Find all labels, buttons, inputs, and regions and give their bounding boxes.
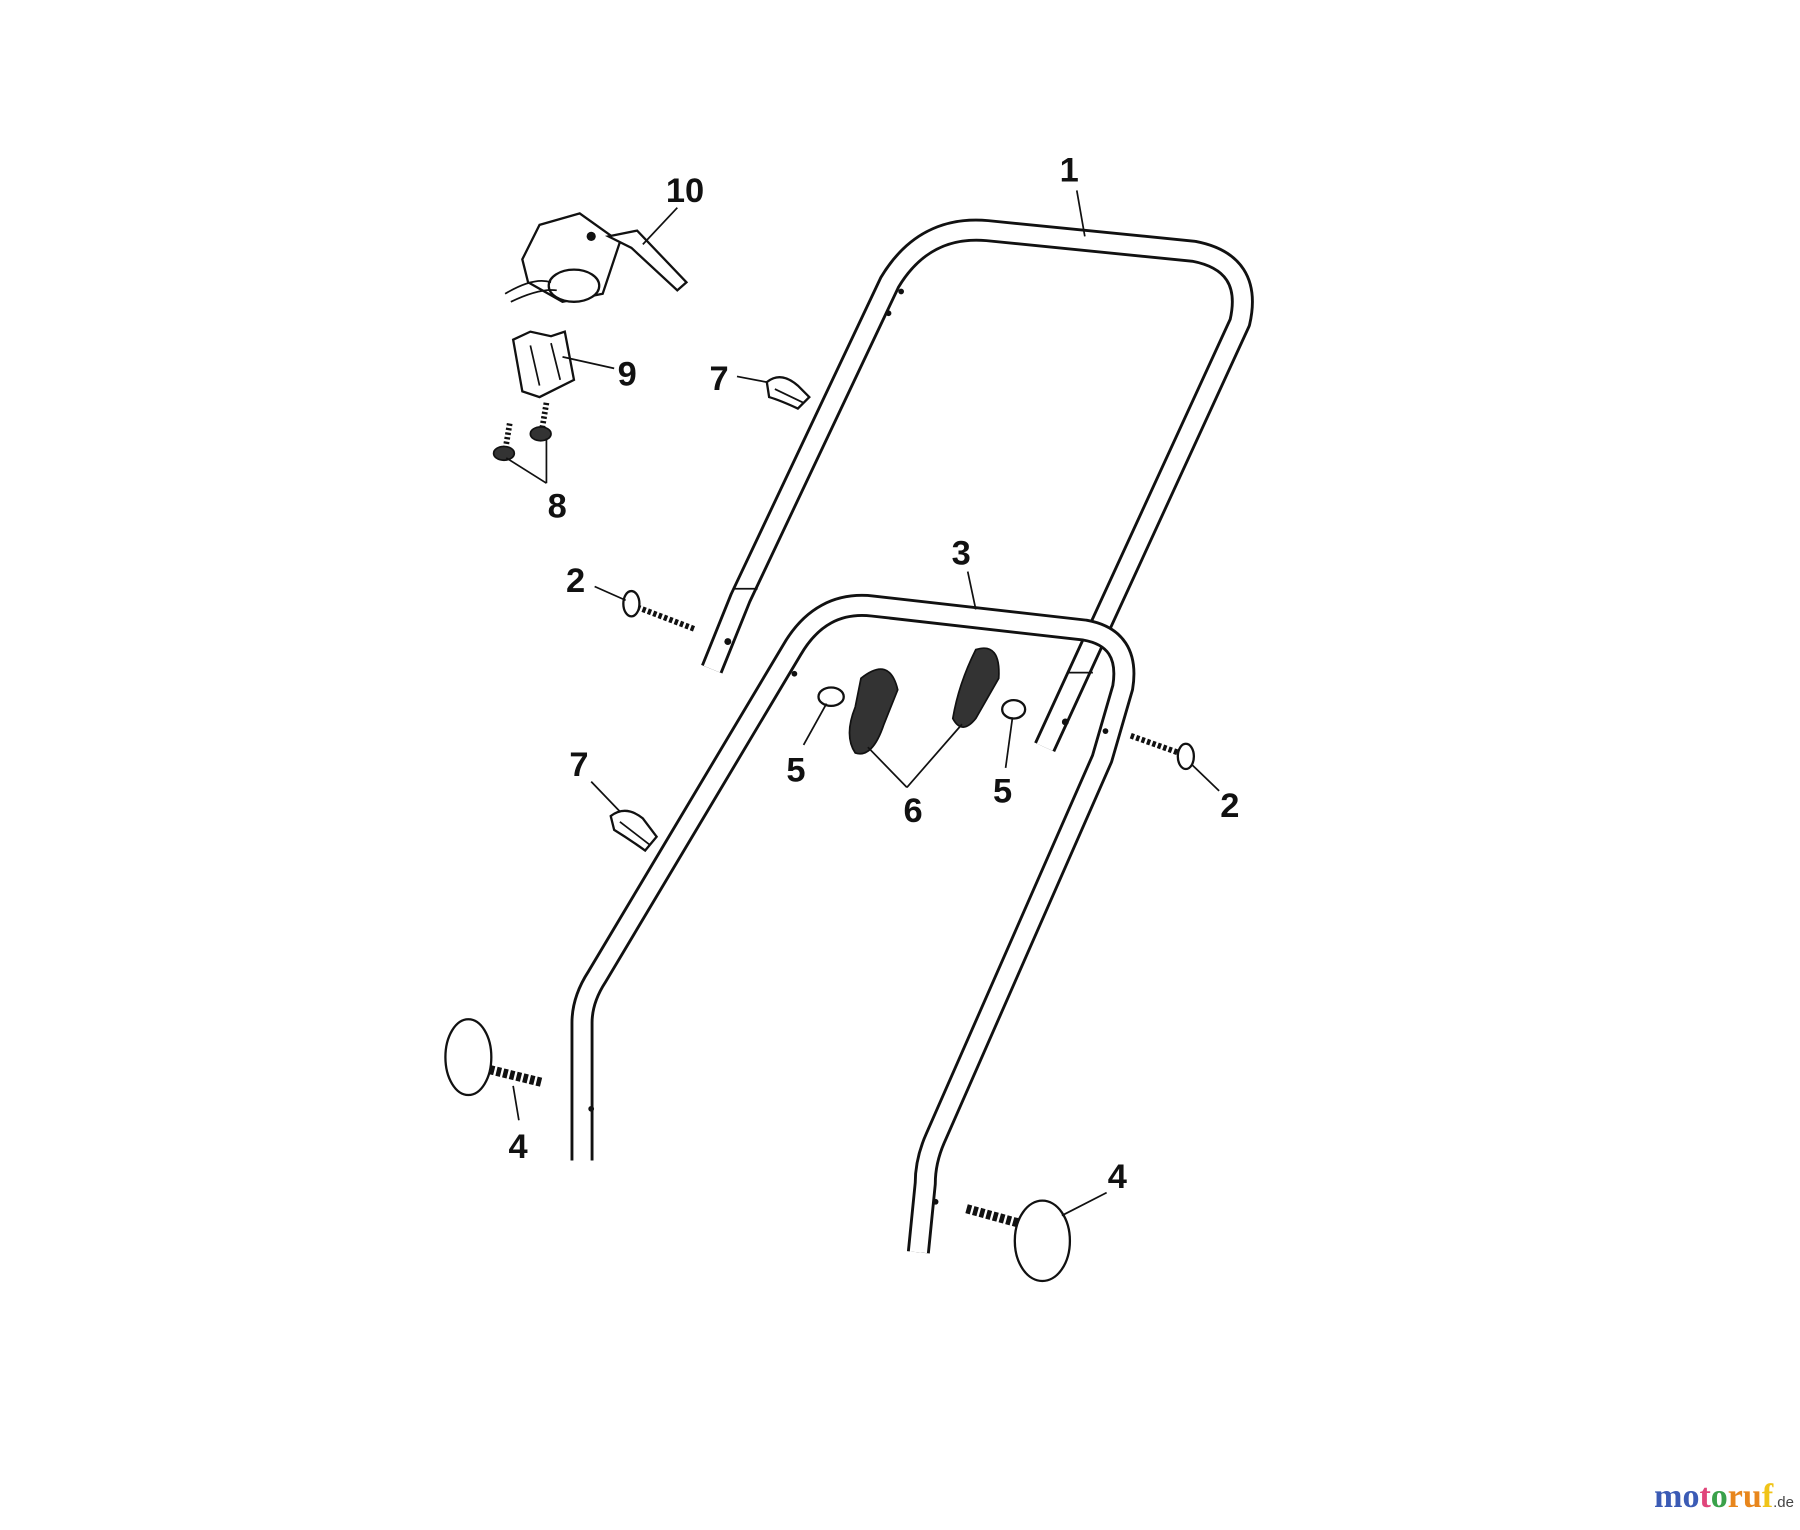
label-part-9: 9 [618,356,637,394]
washer-part-5-right [1001,698,1027,720]
cable-clip-part-7-upper [765,376,811,410]
bolt-part-2-right [1129,733,1196,771]
upper-handle-part-1 [701,218,1254,752]
knob-part-4-right [965,1199,1072,1283]
washer-part-5-left [817,686,845,708]
screws-part-8 [492,402,552,462]
label-part-4-left: 4 [509,1128,528,1166]
label-part-1: 1 [1060,151,1079,189]
logo-letter: r [1727,1478,1743,1515]
logo-letter: t [1699,1478,1711,1515]
logo-letter: o [1710,1478,1728,1515]
label-part-7-lower: 7 [569,746,588,784]
logo-wordmark: motoruf [1654,1478,1773,1515]
knob-part-4-left [444,1018,543,1097]
label-part-7-upper: 7 [709,360,728,398]
leader-lines [505,190,1220,1217]
logo-letter: o [1682,1478,1700,1515]
wing-knobs-part-6 [848,647,1000,755]
logo-tld: .de [1773,1494,1794,1511]
label-part-5-left: 5 [786,752,805,790]
motoruf-logo: motoruf.de [1654,1478,1794,1516]
bolt-part-2-left [622,589,696,632]
label-part-8: 8 [548,488,567,526]
label-part-5-right: 5 [993,772,1012,810]
label-part-6: 6 [903,792,922,830]
label-part-4-right: 4 [1108,1158,1127,1196]
logo-letter: f [1761,1478,1774,1515]
lower-handle-part-3 [570,593,1136,1254]
label-part-2-left: 2 [566,562,585,600]
logo-letter: u [1742,1478,1762,1515]
label-part-2-right: 2 [1220,787,1239,825]
label-part-10: 10 [666,172,704,210]
cable-clip-part-7-lower [609,809,659,853]
clip-part-9 [511,330,576,399]
cable-switch-part-10 [504,212,689,304]
logo-letter: m [1654,1478,1683,1515]
label-part-3: 3 [952,535,971,573]
